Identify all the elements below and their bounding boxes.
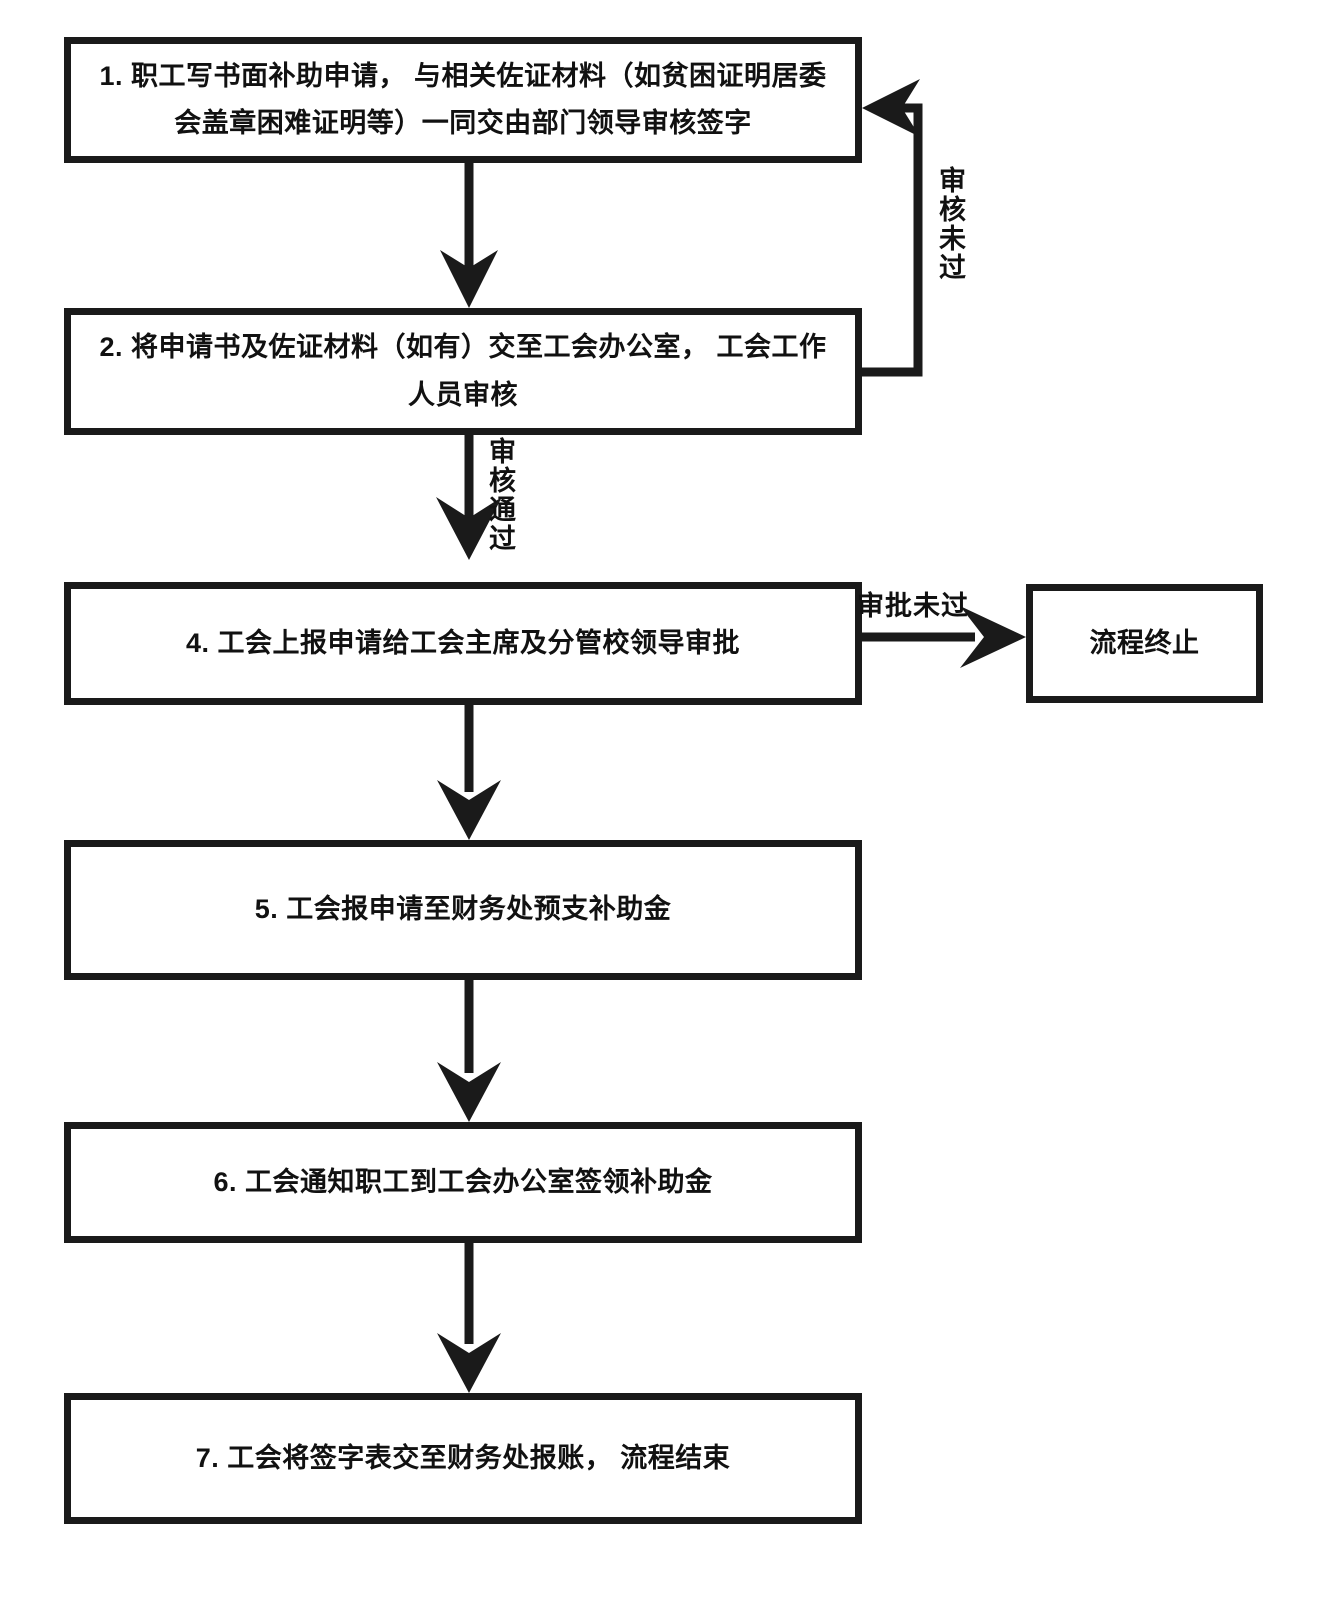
process-box-step1[interactable]: 1. 职工写书面补助申请， 与相关佐证材料（如贫困证明居委 会盖章困难证明等）一… xyxy=(64,37,862,163)
process-box-terminate-label: 流程终止 xyxy=(1089,627,1200,658)
connector-step4-to-step5 xyxy=(437,705,501,840)
connector-step6-to-step7 xyxy=(437,1243,501,1393)
process-box-step4[interactable]: 4. 工会上报申请给工会主席及分管校领导审批 xyxy=(64,582,862,705)
process-box-step5-label: 5. 工会报申请至财务处预支补助金 xyxy=(254,894,672,925)
connector-step5-to-step6 xyxy=(437,980,501,1122)
edge-label-review-failed: 审核未过 xyxy=(935,166,965,282)
process-box-step7-label: 7. 工会将签字表交至财务处报账， 流程结束 xyxy=(195,1442,731,1473)
process-box-step5[interactable]: 5. 工会报申请至财务处预支补助金 xyxy=(64,840,862,980)
process-box-step6-label: 6. 工会通知职工到工会办公室签领补助金 xyxy=(213,1166,713,1197)
edge-label-approval-failed: 审批未过 xyxy=(857,591,969,621)
process-box-terminate[interactable]: 流程终止 xyxy=(1026,584,1263,703)
process-box-step1-label: 1. 职工写书面补助申请， 与相关佐证材料（如贫困证明居委 会盖章困难证明等）一… xyxy=(99,60,827,138)
connector-step1-to-step2 xyxy=(440,163,498,308)
edge-label-review-passed: 审核通过 xyxy=(485,437,515,553)
process-box-step2-label: 2. 将申请书及佐证材料（如有）交至工会办公室， 工会工作 人员审核 xyxy=(99,332,827,410)
connector-review-failed-loop xyxy=(862,79,923,377)
process-box-step2[interactable]: 2. 将申请书及佐证材料（如有）交至工会办公室， 工会工作 人员审核 xyxy=(64,308,862,435)
process-box-step7[interactable]: 7. 工会将签字表交至财务处报账， 流程结束 xyxy=(64,1393,862,1524)
process-box-step6[interactable]: 6. 工会通知职工到工会办公室签领补助金 xyxy=(64,1122,862,1243)
process-box-step4-label: 4. 工会上报申请给工会主席及分管校领导审批 xyxy=(185,627,741,658)
